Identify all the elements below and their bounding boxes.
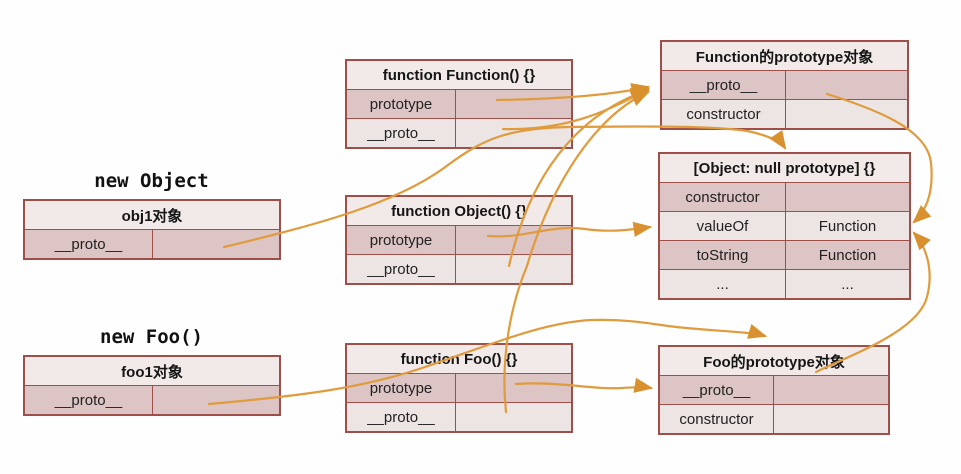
field-constructor: constructor: [660, 405, 774, 433]
table-row: prototype: [347, 225, 571, 254]
table-function-object: function Object() {} prototype __proto__: [345, 195, 573, 285]
table-row: valueOf Function: [660, 211, 909, 240]
table-row: ... ...: [660, 269, 909, 298]
table-foo1-title: foo1对象: [25, 357, 279, 385]
table-foo-prototype: Foo的prototype对象 __proto__ constructor: [658, 345, 890, 435]
table-row: __proto__: [660, 375, 888, 404]
field-proto: __proto__: [347, 119, 456, 147]
field-prototype: prototype: [347, 226, 456, 254]
field-proto: __proto__: [347, 403, 456, 431]
table-row: __proto__: [347, 402, 571, 431]
table-row: __proto__: [662, 70, 907, 99]
field-constructor-value: [786, 183, 909, 211]
field-valueof: valueOf: [660, 212, 786, 240]
table-function-foo-title: function Foo() {}: [347, 345, 571, 373]
field-prototype: prototype: [347, 374, 456, 402]
field-proto: __proto__: [662, 71, 786, 99]
field-proto-value: [786, 71, 907, 99]
field-proto-value: [153, 386, 279, 414]
table-row: prototype: [347, 373, 571, 402]
table-row: constructor: [660, 404, 888, 433]
table-foo-prototype-title: Foo的prototype对象: [660, 347, 888, 375]
field-proto-value: [456, 255, 571, 283]
field-prototype-value: [456, 90, 571, 118]
label-new-object: new Object: [94, 170, 209, 192]
field-prototype: prototype: [347, 90, 456, 118]
field-tostring-value: Function: [786, 241, 909, 269]
field-proto-value: [456, 403, 571, 431]
field-ellipsis: ...: [660, 270, 786, 298]
field-proto: __proto__: [347, 255, 456, 283]
field-ellipsis-value: ...: [786, 270, 909, 298]
table-row: toString Function: [660, 240, 909, 269]
table-row: __proto__: [25, 385, 279, 414]
table-row: __proto__: [347, 118, 571, 147]
field-proto-value: [774, 376, 888, 404]
table-obj1: obj1对象 __proto__: [23, 199, 281, 260]
table-function-prototype-title: Function的prototype对象: [662, 42, 907, 70]
table-row: constructor: [660, 182, 909, 211]
table-function-foo: function Foo() {} prototype __proto__: [345, 343, 573, 433]
table-row: prototype: [347, 89, 571, 118]
table-function-prototype: Function的prototype对象 __proto__ construct…: [660, 40, 909, 130]
field-prototype-value: [456, 374, 571, 402]
field-proto: __proto__: [25, 230, 153, 258]
table-row: constructor: [662, 99, 907, 128]
field-valueof-value: Function: [786, 212, 909, 240]
table-object-null-prototype: [Object: null prototype] {} constructor …: [658, 152, 911, 300]
field-proto: __proto__: [660, 376, 774, 404]
field-tostring: toString: [660, 241, 786, 269]
field-constructor: constructor: [660, 183, 786, 211]
field-constructor-value: [774, 405, 888, 433]
table-row: __proto__: [25, 229, 279, 258]
field-proto-value: [456, 119, 571, 147]
field-constructor: constructor: [662, 100, 786, 128]
table-row: __proto__: [347, 254, 571, 283]
field-prototype-value: [456, 226, 571, 254]
table-foo1: foo1对象 __proto__: [23, 355, 281, 416]
table-function-object-title: function Object() {}: [347, 197, 571, 225]
table-obj1-title: obj1对象: [25, 201, 279, 229]
table-function-function-title: function Function() {}: [347, 61, 571, 89]
table-function-function: function Function() {} prototype __proto…: [345, 59, 573, 149]
field-proto: __proto__: [25, 386, 153, 414]
table-object-null-prototype-title: [Object: null prototype] {}: [660, 154, 909, 182]
field-proto-value: [153, 230, 279, 258]
field-constructor-value: [786, 100, 907, 128]
label-new-foo: new Foo(): [100, 326, 203, 348]
